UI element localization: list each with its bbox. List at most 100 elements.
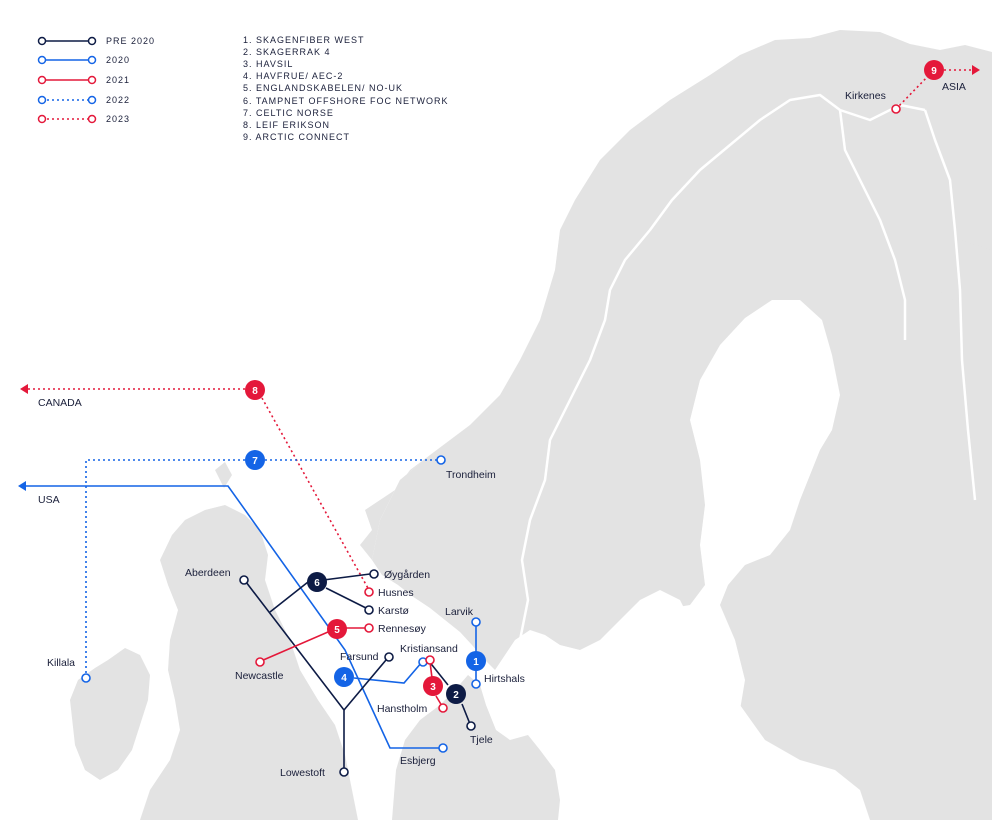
label-tjele: Tjele — [470, 734, 493, 746]
legend-item-2021: 2021 — [37, 75, 130, 85]
route-skagerrak-south — [461, 703, 471, 725]
denmark-landmass — [392, 675, 560, 820]
node-newcastle — [255, 657, 265, 667]
label-killala: Killala — [47, 657, 75, 669]
legend-cable-7: 7. CELTIC NORSE — [243, 108, 334, 118]
finland-russia-border — [923, 109, 977, 501]
node-hirtshals — [471, 679, 481, 689]
label-rennesoy: Rennesøy — [378, 623, 427, 635]
legend-item-2023: 2023 — [37, 114, 130, 124]
city-nodes — [81, 104, 901, 777]
svg-text:2: 2 — [453, 690, 459, 701]
label-lowestoft: Lowestoft — [280, 767, 325, 779]
legend-cable-2: 2. SKAGERRAK 4 — [243, 47, 331, 57]
legend-item-2020: 2020 — [37, 55, 129, 65]
svg-text:8: 8 — [252, 386, 258, 397]
norway-fjords — [360, 455, 430, 560]
badge-1[interactable]: 1 — [466, 651, 486, 671]
route-havfrue — [26, 485, 440, 749]
svg-text:4: 4 — [341, 673, 347, 684]
legend-item-pre-2020: PRE 2020 — [37, 36, 155, 46]
route-tampnet-farsund — [343, 659, 387, 711]
label-esbjerg: Esbjerg — [400, 755, 436, 767]
node-farsund — [384, 652, 394, 662]
legend-cable-8: 8. LEIF ERIKSON — [243, 120, 330, 130]
node-kristiansand-2 — [425, 655, 435, 665]
norway-sweden-border — [518, 93, 841, 641]
route-no-uk — [260, 631, 329, 662]
svg-text:6: 6 — [314, 578, 320, 589]
city-labels: Kirkenes ASIA CANADA USA Trondheim Killa… — [38, 81, 966, 779]
route-tampnet-karsto — [325, 587, 367, 609]
node-karsto — [364, 605, 374, 615]
badge-8[interactable]: 8 — [245, 380, 265, 400]
node-tjele — [466, 721, 476, 731]
node-aberdeen — [239, 575, 249, 585]
usa-arrow — [18, 481, 26, 491]
label-usa: USA — [38, 494, 60, 506]
svg-text:3: 3 — [430, 682, 436, 693]
label-trondheim: Trondheim — [446, 469, 496, 481]
ireland-landmass — [70, 648, 150, 780]
node-larvik — [471, 617, 481, 627]
svg-text:PRE 2020: PRE 2020 — [106, 36, 155, 46]
node-trondheim — [436, 455, 446, 465]
label-oygarden: Øygården — [384, 569, 430, 581]
svg-text:2023: 2023 — [106, 114, 130, 124]
legend-cable-3: 3. HAVSIL — [243, 59, 293, 69]
badge-9[interactable]: 9 — [924, 60, 944, 80]
country-borders — [518, 93, 977, 641]
label-canada: CANADA — [38, 397, 82, 409]
legend-item-2022: 2022 — [37, 95, 130, 105]
land-layer — [70, 30, 992, 820]
cable-badges: 1 2 3 4 5 6 7 8 9 — [245, 60, 944, 704]
node-lowestoft — [339, 767, 349, 777]
svg-text:2021: 2021 — [106, 75, 130, 85]
label-kristiansand: Kristiansand — [400, 643, 458, 655]
asia-arrow — [972, 65, 980, 75]
svg-text:5: 5 — [334, 625, 340, 636]
legend-cable-1: 1. SKAGENFIBER WEST — [243, 35, 365, 45]
label-karsto: Karstø — [378, 605, 410, 617]
node-rennesoy — [364, 623, 374, 633]
badge-4[interactable]: 4 — [334, 667, 354, 687]
sweden-finland-border — [838, 109, 907, 340]
node-killala — [81, 673, 91, 683]
label-husnes: Husnes — [378, 587, 414, 599]
badge-6[interactable]: 6 — [307, 572, 327, 592]
node-oygarden — [369, 569, 379, 579]
legend-cable-6: 6. TAMPNET OFFSHORE FOC NETWORK — [243, 96, 449, 106]
label-kirkenes: Kirkenes — [845, 90, 886, 102]
norway-finland-border — [839, 103, 926, 122]
scandinavia-landmass — [372, 30, 992, 820]
badge-7[interactable]: 7 — [245, 450, 265, 470]
svg-text:9: 9 — [931, 66, 937, 77]
svg-text:1: 1 — [473, 657, 479, 668]
baltic-sea — [625, 300, 840, 820]
badge-3[interactable]: 3 — [423, 676, 443, 696]
shetland-islands — [215, 462, 232, 488]
node-kirkenes — [891, 104, 901, 114]
badge-5[interactable]: 5 — [327, 619, 347, 639]
label-hirtshals: Hirtshals — [484, 673, 525, 685]
legend-cable-5: 5. ENGLANDSKABELEN/ NO-UK — [243, 83, 403, 93]
label-hanstholm: Hanstholm — [377, 703, 427, 715]
canada-arrow — [20, 384, 28, 394]
label-asia: ASIA — [942, 81, 966, 93]
legend-cable-4: 4. HAVFRUE/ AEC-2 — [243, 71, 343, 81]
label-larvik: Larvik — [445, 606, 474, 618]
badge-2[interactable]: 2 — [446, 684, 466, 704]
legend-line-styles: PRE 2020 2020 2021 2022 2023 — [37, 36, 155, 124]
label-farsund: Farsund — [340, 651, 379, 663]
legend-cable-list: 1. SKAGENFIBER WEST 2. SKAGERRAK 4 3. HA… — [243, 35, 449, 142]
legend-cable-9: 9. ARCTIC CONNECT — [243, 132, 350, 142]
route-havfrue-east — [353, 661, 423, 684]
node-hanstholm — [438, 703, 448, 713]
svg-text:7: 7 — [252, 456, 258, 467]
label-aberdeen: Aberdeen — [185, 567, 231, 579]
svg-text:2022: 2022 — [106, 95, 130, 105]
great-britain-landmass — [140, 505, 358, 820]
label-newcastle: Newcastle — [235, 670, 284, 682]
node-esbjerg — [438, 743, 448, 753]
node-husnes — [364, 587, 374, 597]
